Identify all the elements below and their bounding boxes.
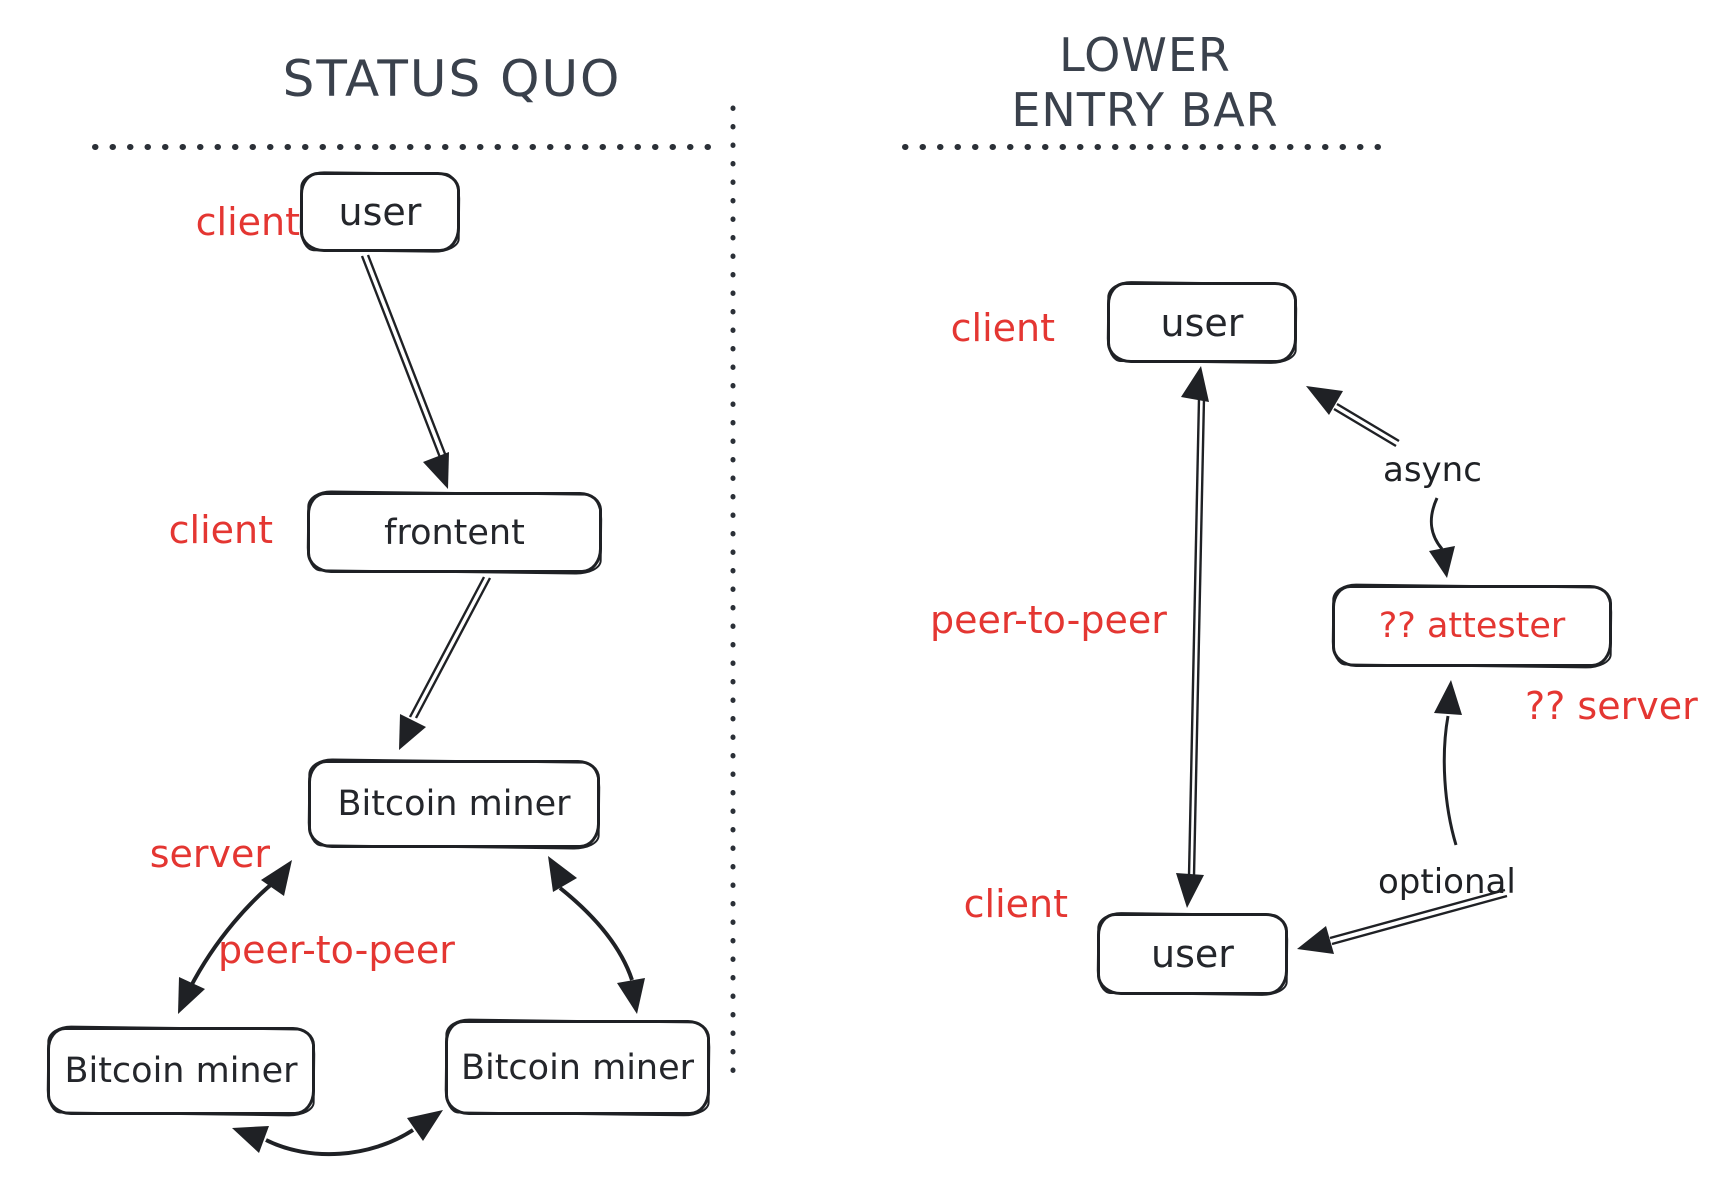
arrow-async-to-attester bbox=[1429, 497, 1455, 578]
arrow-optional-to-user bbox=[1297, 888, 1508, 954]
node-frontent: frontent bbox=[307, 492, 602, 573]
node-user-left: user bbox=[300, 172, 460, 252]
arrow-p2p-left bbox=[178, 860, 292, 1014]
node-user-top-right: user bbox=[1107, 282, 1297, 363]
title-lower-entry-bar: LOWER ENTRY BAR bbox=[895, 28, 1395, 138]
node-user-bottom-right: user bbox=[1097, 913, 1288, 995]
node-miner-bottom-right: Bitcoin miner bbox=[445, 1020, 710, 1115]
node-attester: ?? attester bbox=[1332, 585, 1612, 667]
arrow-user-user-p2p bbox=[1176, 366, 1209, 908]
arrow-optional-to-attester bbox=[1434, 680, 1462, 846]
title-lower-entry-bar-line1: LOWER bbox=[1059, 28, 1231, 82]
label-client-user-left: client bbox=[195, 200, 300, 244]
arrow-p2p-bottom bbox=[232, 1110, 443, 1157]
node-miner-bottom-left: Bitcoin miner bbox=[47, 1027, 315, 1115]
title-lower-entry-bar-line2: ENTRY BAR bbox=[1011, 83, 1279, 138]
label-server-right: ?? server bbox=[1525, 684, 1698, 728]
arrow-user-to-frontent bbox=[360, 254, 449, 489]
label-peer-to-peer-right: peer-to-peer bbox=[930, 598, 1167, 642]
label-client-top-right: client bbox=[950, 306, 1055, 350]
arrow-frontent-to-miner bbox=[399, 576, 492, 750]
arrow-p2p-right bbox=[548, 856, 645, 1014]
title-status-quo: STATUS QUO bbox=[282, 50, 622, 108]
node-miner-top: Bitcoin miner bbox=[308, 760, 600, 848]
label-client-frontent: client bbox=[168, 508, 273, 552]
arrow-attester-to-user bbox=[1306, 386, 1400, 448]
label-server-left: server bbox=[149, 832, 270, 876]
label-async: async bbox=[1383, 450, 1482, 490]
label-peer-to-peer-left: peer-to-peer bbox=[218, 928, 455, 972]
label-client-bottom-right: client bbox=[963, 882, 1068, 926]
label-optional: optional bbox=[1378, 862, 1516, 902]
